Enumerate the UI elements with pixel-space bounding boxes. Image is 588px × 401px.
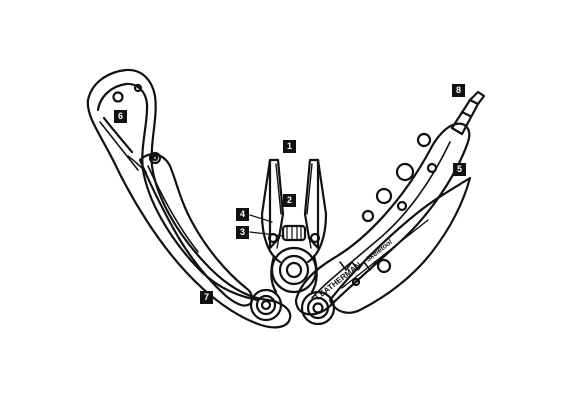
callout-2: 2 (283, 194, 296, 207)
right-pivot-screw (300, 290, 336, 326)
leader-lines (249, 214, 285, 237)
callout-7: 7 (200, 291, 213, 304)
left-handle (86, 68, 292, 329)
callout-4: 4 (236, 208, 249, 221)
carabiner-handle (138, 151, 254, 307)
right-handle (294, 122, 471, 316)
callout-8: 8 (452, 84, 465, 97)
callout-5: 5 (453, 163, 466, 176)
bit-driver (450, 90, 486, 136)
knife-blade (328, 176, 472, 314)
callout-6: 6 (114, 110, 127, 123)
callout-1: 1 (283, 140, 296, 153)
callout-3: 3 (236, 226, 249, 239)
left-pivot-screw (249, 288, 283, 322)
pliers-head (260, 158, 328, 294)
